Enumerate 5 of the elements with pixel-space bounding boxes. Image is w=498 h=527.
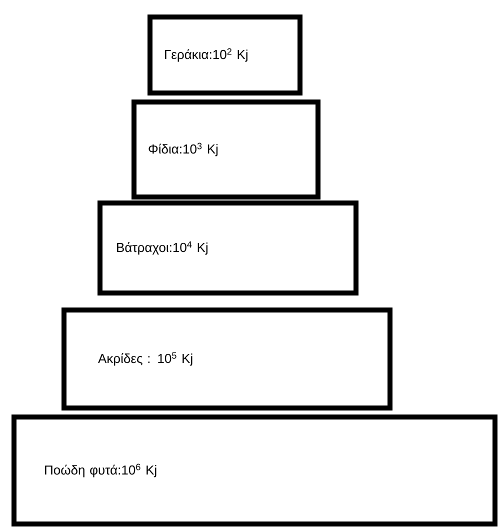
level-box: Φίδια:10$^{3}$ Kj [132,100,320,200]
level-box: Ακρίδες : 10$^{5}$ Kj [62,308,392,410]
level-box: Ποώδη φυτά:10$^{6}$ Kj [12,414,498,526]
level-box: Γεράκια:10$^{2}$ Kj [148,14,302,96]
level-box: Βάτραχοι:10$^{4}$ Kj [98,200,358,296]
